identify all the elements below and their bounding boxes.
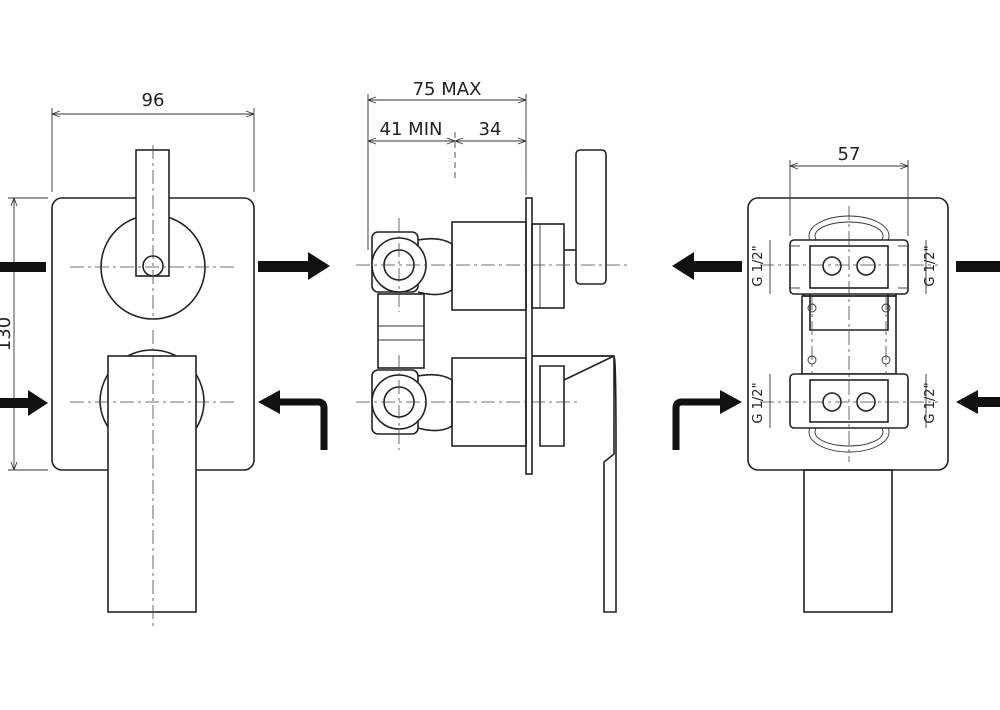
thread-label-upper-left: G 1/2" [751,245,766,286]
thread-label-lower-right: G 1/2" [923,382,938,423]
rear-plate [747,197,949,471]
outlet-arrow-left [0,262,46,272]
thread-label-upper-right: G 1/2" [923,245,938,286]
front-height-dim: 130 [0,317,15,351]
inlet-arrow-middle [258,390,328,450]
side-adjust-dim: 34 [479,119,502,140]
front-width-dim: 96 [142,90,165,111]
inlet-arrow-far-right [956,390,1000,414]
diverter-lever [135,149,170,277]
thread-label-lower-left: G 1/2" [751,382,766,423]
rear-view: 57 G [747,144,949,613]
mixer-handle [107,355,197,613]
side-view: 75 MAX 41 MIN 34 [356,79,630,613]
outlet-arrow-right [672,252,742,280]
inlet-arrow-left [0,390,48,416]
rear-spacing-dim: 57 [838,144,861,165]
front-view: 96 130 [0,90,255,630]
body-connector [377,293,425,369]
mixer-rosette [99,349,205,403]
diverter-knob-side [531,223,565,309]
outlet-arrow-far-right [956,261,1000,272]
side-plate [525,197,533,475]
rear-handle [803,469,893,613]
outlet-arrow-middle [258,252,330,280]
diverter-housing [451,221,527,311]
side-total-depth-dim: 75 MAX [413,79,482,100]
inlet-arrow-right [672,390,742,450]
side-min-depth-dim: 41 MIN [380,119,443,140]
diverter-lever-side [575,149,607,285]
